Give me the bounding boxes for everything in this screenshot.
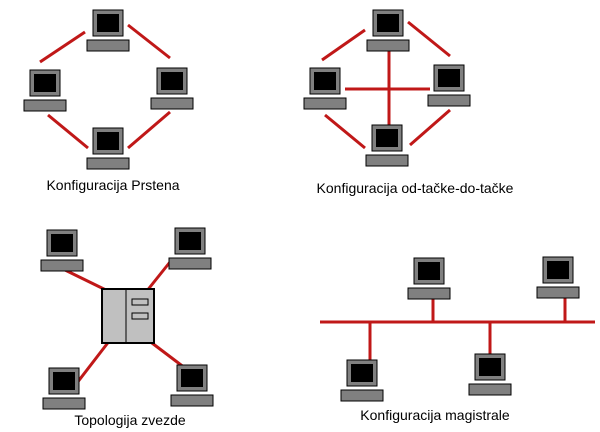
ring-label: Konfiguracija Prstena — [46, 177, 180, 193]
computer-base — [407, 287, 451, 300]
computer-base — [365, 154, 409, 167]
computer-icon — [170, 364, 214, 407]
connection-line — [321, 28, 366, 62]
computer-base — [536, 286, 580, 299]
computer-base — [366, 39, 410, 52]
connection-line — [324, 113, 366, 150]
monitor-screen — [34, 74, 56, 92]
hub-slot — [131, 298, 149, 306]
monitor-screen — [547, 261, 569, 279]
connection-line — [127, 110, 171, 150]
monitor-screen — [351, 364, 373, 382]
computer-base — [23, 99, 67, 112]
computer-icon — [86, 127, 130, 170]
computer-icon — [150, 67, 194, 110]
connection-line — [144, 261, 172, 293]
monitor-screen — [161, 72, 183, 90]
computer-base — [42, 397, 86, 410]
computer-base — [170, 394, 214, 407]
monitor-screen — [181, 369, 203, 387]
connection-line — [147, 338, 186, 370]
computer-base — [427, 94, 471, 107]
computer-icon — [86, 9, 130, 52]
computer-icon — [407, 257, 451, 300]
hub-slot — [131, 312, 149, 320]
computer-icon — [468, 353, 512, 396]
computer-icon — [340, 359, 384, 402]
monitor-screen — [97, 132, 119, 150]
computer-icon — [366, 9, 410, 52]
computer-base — [168, 257, 212, 270]
monitor-screen — [53, 372, 75, 390]
connection-line — [127, 23, 171, 60]
connection-line — [47, 113, 89, 150]
computer-base — [340, 389, 384, 402]
computer-base — [468, 383, 512, 396]
computer-base — [86, 39, 130, 52]
monitor-screen — [438, 69, 460, 87]
connection-line — [407, 20, 451, 58]
monitor-screen — [97, 14, 119, 32]
computer-base — [40, 259, 84, 272]
computer-icon — [23, 69, 67, 112]
connection-line — [39, 30, 86, 64]
computer-base — [303, 97, 347, 110]
computer-icon — [536, 256, 580, 299]
monitor-screen — [51, 234, 73, 252]
monitor-screen — [418, 262, 440, 280]
star-label: Topologija zvezde — [74, 412, 186, 428]
connection-line — [409, 108, 451, 147]
bus-label: Konfiguracija magistrale — [360, 407, 510, 423]
computer-icon — [303, 67, 347, 110]
monitor-screen — [479, 358, 501, 376]
computer-icon — [427, 64, 471, 107]
computer-base — [86, 157, 130, 170]
computer-icon — [168, 227, 212, 270]
p2p-label: Konfiguracija od-tačke-do-tačke — [316, 180, 514, 196]
monitor-screen — [179, 232, 201, 250]
monitor-screen — [377, 14, 399, 32]
computer-base — [150, 97, 194, 110]
monitor-screen — [376, 129, 398, 147]
computer-icon — [365, 124, 409, 167]
monitor-screen — [314, 72, 336, 90]
computer-icon — [40, 229, 84, 272]
computer-icon — [42, 367, 86, 410]
